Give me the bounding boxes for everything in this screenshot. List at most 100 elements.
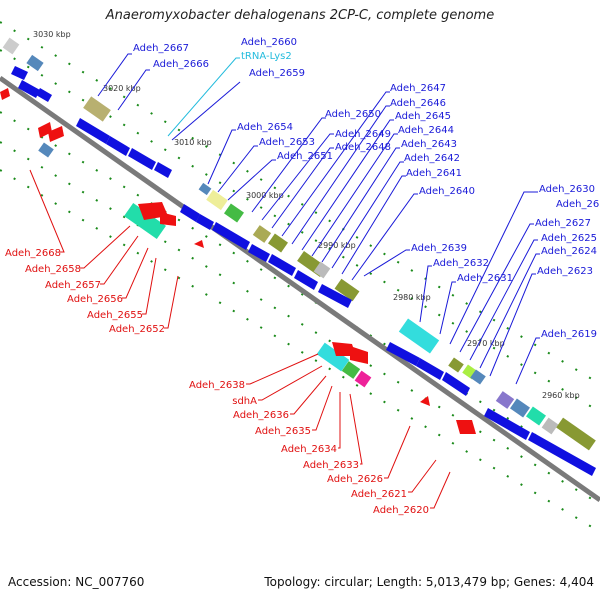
feature-box-blue-4 [470,369,486,385]
reverse-gene [160,212,176,226]
track-guide-inner-1 [0,111,600,475]
reverse-gene [0,88,10,100]
leader-line [207,129,236,185]
feature-box-olive-5 [334,278,360,302]
gene-label: Adeh_2668 [5,248,61,259]
gene-label: Adeh_2657 [45,280,101,291]
gene-label: Adeh_2628 [556,199,600,210]
feature-box-grey [2,37,20,55]
leader-line [271,147,334,229]
gene-label: Adeh_2620 [373,505,429,516]
gene-label: Adeh_2666 [153,59,209,70]
gene-label: Adeh_2639 [411,243,467,254]
gene-label: Adeh_2634 [281,444,337,455]
forward-gene [386,342,420,366]
reverse-gene [350,346,368,364]
feature-box-olive-6 [448,357,464,373]
leader-line [258,365,323,401]
feature-box-purple [495,391,515,409]
forward-gene [318,284,352,308]
feature-box-green-2 [341,361,361,379]
leader-line [97,53,132,97]
gene-label: Adeh_2619 [541,329,597,340]
forward-strand-genes [11,66,596,476]
gene-label: Adeh_2633 [303,460,359,471]
gene-label: Adeh_2655 [87,310,143,321]
feature-box-blue-2 [38,142,54,158]
leader-line [167,57,240,137]
forward-gene [294,270,318,290]
leader-lines-top [97,53,540,385]
leader-line [312,385,333,431]
leader-line [29,169,65,253]
leader-line [100,235,139,285]
gene-label: Adeh_2623 [537,266,593,277]
feature-box-olive-3 [268,233,288,253]
gene-label: Adeh_2641 [406,168,462,179]
leader-line [290,375,327,415]
leader-line [122,247,149,299]
genome-summary-text: Topology: circular; Length: 5,013,479 bp… [264,575,594,589]
gene-label: Adeh_2649 [335,129,391,140]
feature-box-teal-2 [526,406,546,426]
feature-box-magenta [354,370,372,388]
leader-line [80,225,131,269]
reverse-strand-genes [0,88,476,434]
feature-box-grey-3 [541,417,559,435]
reverse-gene [456,420,476,434]
gene-label: Adeh_2632 [433,258,489,269]
leader-line [384,425,411,479]
leader-line [142,257,157,315]
tick-label-3010: 3010 kbp [174,138,212,147]
forward-gene [106,136,130,156]
forward-gene [268,254,296,276]
tick-label-2990: 2990 kbp [318,241,356,250]
forward-gene [180,204,200,222]
gene-label: Adeh_2621 [351,489,407,500]
gene-label: sdhA [232,396,257,407]
gene-label: Adeh_2638 [189,380,245,391]
leader-line [227,159,276,201]
forward-gene [128,148,156,170]
forward-gene [528,432,596,476]
reverse-gene [420,396,430,406]
leader-line [291,105,390,245]
forward-gene [11,66,28,80]
gene-label: Adeh_2656 [67,294,123,305]
gene-label: Adeh_2626 [327,474,383,485]
leader-line [489,273,536,377]
forward-gene [18,80,40,98]
leader-line [449,191,538,345]
leader-line [338,392,341,449]
feature-box-olive-7 [556,417,596,451]
feature-box-cyan [398,318,440,354]
forward-gene [196,214,214,230]
leader-line [171,81,241,141]
gene-label: Adeh_2625 [541,233,597,244]
gene-label: Adeh_2647 [390,83,446,94]
gene-label: Adeh_2660 [241,37,297,48]
gene-label: Adeh_2648 [335,142,391,153]
feature-box-green [224,203,244,223]
feature-box-blue-5 [510,398,530,418]
leader-line [217,145,258,193]
feature-box-blue-3 [198,182,212,196]
gene-label: Adeh_2659 [249,68,305,79]
forward-gene [36,88,52,102]
gene-label: Adeh_2627 [535,218,591,229]
leader-line [349,393,363,465]
map-title: Anaeromyxobacter dehalogenans 2CP-C, com… [105,8,495,23]
leader-line [419,265,432,323]
leader-line [281,91,390,237]
gene-label: Adeh_2631 [457,273,513,284]
gene-label: Adeh_2630 [539,184,595,195]
leader-line [363,249,410,277]
leader-line [117,69,150,111]
gene-label: Adeh_2653 [259,137,315,148]
leader-line [469,239,538,361]
leader-line [331,161,404,269]
forward-gene [212,222,250,250]
genome-backbone [0,75,600,503]
leader-line [251,117,326,213]
